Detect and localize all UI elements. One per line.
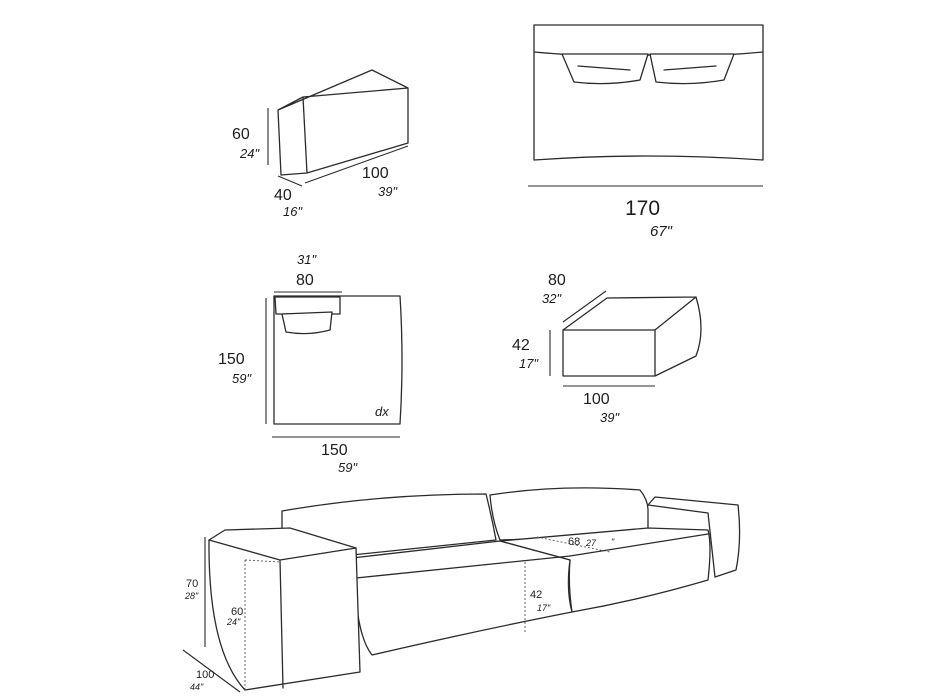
top-view-outline xyxy=(533,24,764,161)
sofa-back-right xyxy=(489,487,649,541)
armrest-module: 60 24" 40 16" 100 39" xyxy=(232,69,409,219)
armrest-height-cm: 60 xyxy=(232,126,250,143)
sofa-seat-height-cm: 42 xyxy=(530,589,542,601)
top-view-width-in: 67" xyxy=(650,223,673,240)
pouf-height-cm: 42 xyxy=(512,337,530,354)
armrest-depth-in: 16" xyxy=(283,204,303,219)
sofa-seat-left-front xyxy=(355,555,571,579)
sofa-seat-height-in: 17" xyxy=(537,603,551,613)
cushion-right xyxy=(649,53,735,85)
pouf-depth-cm: 80 xyxy=(548,272,566,289)
armrest-depth-dimension-line xyxy=(277,175,303,187)
corner-backrest xyxy=(274,296,341,315)
sofa-depth-in: 44" xyxy=(190,682,204,692)
seat-depth-guide xyxy=(536,536,611,553)
top-view-width-cm: 170 xyxy=(625,197,660,220)
pouf-outline xyxy=(562,296,702,377)
sofa-seat-depth-in-mark: " xyxy=(611,537,615,547)
cushion-left-seam xyxy=(577,65,631,71)
sofa-seat-left xyxy=(351,540,573,656)
cushion-left xyxy=(561,53,649,85)
corner-width-in: 59" xyxy=(338,460,358,475)
sofa-left-armrest xyxy=(208,527,361,691)
armrest-depth-cm: 40 xyxy=(274,187,292,204)
corner-depth-cm: 80 xyxy=(296,272,314,289)
corner-cushion xyxy=(281,311,333,335)
sofa-arm-height-in: 24" xyxy=(226,617,241,627)
sofa-left-armrest-front-edge xyxy=(208,539,357,689)
armrest-width-in: 39" xyxy=(378,184,398,199)
corner-width-cm: 150 xyxy=(321,442,348,459)
sofa-top-view: 170 67" xyxy=(528,24,764,240)
corner-height-cm: 150 xyxy=(218,351,245,368)
armrest-width-cm: 100 xyxy=(362,165,389,182)
sofa-seat-right xyxy=(499,527,711,613)
sofa-total-height-cm: 70 xyxy=(186,578,198,590)
cushion-right-seam xyxy=(663,65,717,71)
pouf-module: 80 32" 42 17" 100 39" xyxy=(512,272,702,425)
arm-height-guide-top xyxy=(244,559,281,563)
sofa-depth-cm: 100 xyxy=(196,669,214,681)
sofa-perspective-view: 70 28" 60 24" 100 44" 68 27 " 42 17" xyxy=(182,487,741,693)
sofa-total-height-in: 28" xyxy=(184,591,199,601)
sofa-seat-right-front xyxy=(569,533,709,557)
sofa-depth-dimension-line xyxy=(182,649,241,693)
corner-orientation-label: dx xyxy=(375,404,389,419)
armrest-outline xyxy=(277,69,409,176)
corner-height-in: 59" xyxy=(232,371,252,386)
corner-module: 31" 80 150 59" 150 59" dx xyxy=(218,252,403,475)
corner-outline xyxy=(273,295,403,425)
pouf-depth-in: 32" xyxy=(542,291,562,306)
sofa-arm-height-cm: 60 xyxy=(231,606,243,618)
pouf-depth-dimension-line xyxy=(562,290,607,323)
sofa-right-armrest xyxy=(647,496,741,578)
pouf-width-cm: 100 xyxy=(583,391,610,408)
pouf-height-in: 17" xyxy=(519,356,539,371)
armrest-width-dimension-line xyxy=(304,145,409,184)
pouf-width-in: 39" xyxy=(600,410,620,425)
sofa-seat-depth-in: 27 xyxy=(585,538,597,548)
sofa-seat-depth-cm: 68 xyxy=(568,536,580,548)
armrest-height-in: 24" xyxy=(239,146,260,161)
corner-depth-in: 31" xyxy=(297,252,317,267)
